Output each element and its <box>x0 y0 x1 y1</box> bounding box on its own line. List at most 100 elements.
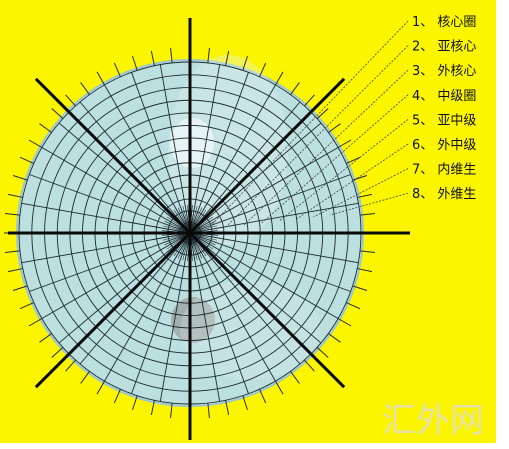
radial-line <box>58 122 191 234</box>
tick-mark <box>337 318 352 327</box>
tick-mark <box>352 285 368 291</box>
tick-mark <box>170 47 173 63</box>
radial-line <box>189 232 276 382</box>
tick-mark <box>7 193 23 198</box>
radial-line <box>189 72 249 234</box>
leader-line <box>330 192 409 216</box>
tick-mark <box>259 389 267 404</box>
radial-line <box>189 232 339 319</box>
axis-diagonal <box>188 77 346 235</box>
radial-line <box>189 232 322 344</box>
tick-mark <box>275 380 284 395</box>
axis-diagonal <box>34 77 192 235</box>
tick-mark <box>346 156 361 164</box>
radial-line <box>189 232 351 292</box>
radial-line <box>189 84 276 234</box>
tick-mark <box>96 71 105 86</box>
tick-mark <box>207 403 210 419</box>
tick-mark <box>346 302 361 310</box>
tick-mark <box>51 347 64 358</box>
radial-line <box>189 232 249 394</box>
tick-mark <box>132 55 138 71</box>
tick-mark <box>12 175 28 181</box>
tick-mark <box>360 250 376 253</box>
tick-mark <box>80 82 90 95</box>
tick-mark <box>357 268 373 273</box>
tick-mark <box>4 250 20 253</box>
legend-item: 3、 外核心 <box>412 64 476 79</box>
tick-mark <box>96 380 105 395</box>
radial-line <box>21 202 191 234</box>
leader-lines <box>207 20 409 230</box>
radial-line <box>21 232 191 264</box>
leader-line <box>261 94 409 224</box>
outer-ticks <box>4 47 376 419</box>
leader-line <box>313 168 409 218</box>
radial-line <box>41 232 191 319</box>
radial-line <box>79 101 191 234</box>
radial-line <box>189 147 339 234</box>
radial-line <box>189 202 359 234</box>
disc-highlight <box>168 55 288 245</box>
radial-line <box>189 232 221 402</box>
radial-line <box>159 232 191 402</box>
radial-line <box>189 64 221 234</box>
main-axes <box>8 18 410 440</box>
radial-line <box>29 232 191 292</box>
tick-mark <box>290 82 300 95</box>
tick-mark <box>113 62 121 77</box>
radial-line <box>189 232 359 264</box>
tick-mark <box>259 62 267 77</box>
radial-line <box>79 232 191 365</box>
watermark-logo: 汇外网 <box>382 401 484 441</box>
radial-line <box>131 72 191 234</box>
legend-item: 6、 外中级 <box>412 138 476 153</box>
tick-mark <box>7 268 23 273</box>
axis-diagonal <box>188 231 346 389</box>
tick-mark <box>39 123 52 133</box>
radial-line <box>104 232 191 382</box>
tick-mark <box>150 50 155 66</box>
disc-lower-highlight <box>180 280 320 380</box>
radial-line <box>58 232 191 344</box>
legend-item: 1、 核心圈 <box>412 15 476 30</box>
tick-mark <box>316 108 329 119</box>
radial-line <box>159 64 191 234</box>
tick-mark <box>150 400 155 416</box>
tick-mark <box>337 139 352 148</box>
radial-line <box>189 101 301 234</box>
tick-mark <box>28 318 43 327</box>
tick-mark <box>4 213 20 216</box>
bottom-margin <box>0 443 509 449</box>
leader-line <box>296 143 409 220</box>
leader-line <box>225 45 409 228</box>
tick-mark <box>65 359 76 372</box>
tick-mark <box>316 347 329 358</box>
tick-mark <box>207 47 210 63</box>
leader-line <box>207 20 409 230</box>
tick-mark <box>242 395 248 411</box>
tick-mark <box>275 71 284 86</box>
tick-mark <box>132 395 138 411</box>
radial-line <box>104 84 191 234</box>
radial-line <box>131 232 191 394</box>
radial-line <box>189 122 322 234</box>
legend-item: 5、 亚中级 <box>412 113 476 128</box>
radial-line <box>189 174 351 234</box>
axis-diagonal <box>34 231 192 389</box>
tick-mark <box>170 403 173 419</box>
radial-line <box>189 232 301 365</box>
tick-mark <box>304 359 315 372</box>
leader-line <box>279 119 409 222</box>
tick-mark <box>290 371 300 384</box>
tick-mark <box>225 400 230 416</box>
radial-line <box>29 174 191 234</box>
tick-mark <box>304 94 315 107</box>
tick-mark <box>65 94 76 107</box>
tick-mark <box>328 123 341 133</box>
tick-mark <box>225 50 230 66</box>
legend-item: 8、 外维生 <box>412 187 476 202</box>
